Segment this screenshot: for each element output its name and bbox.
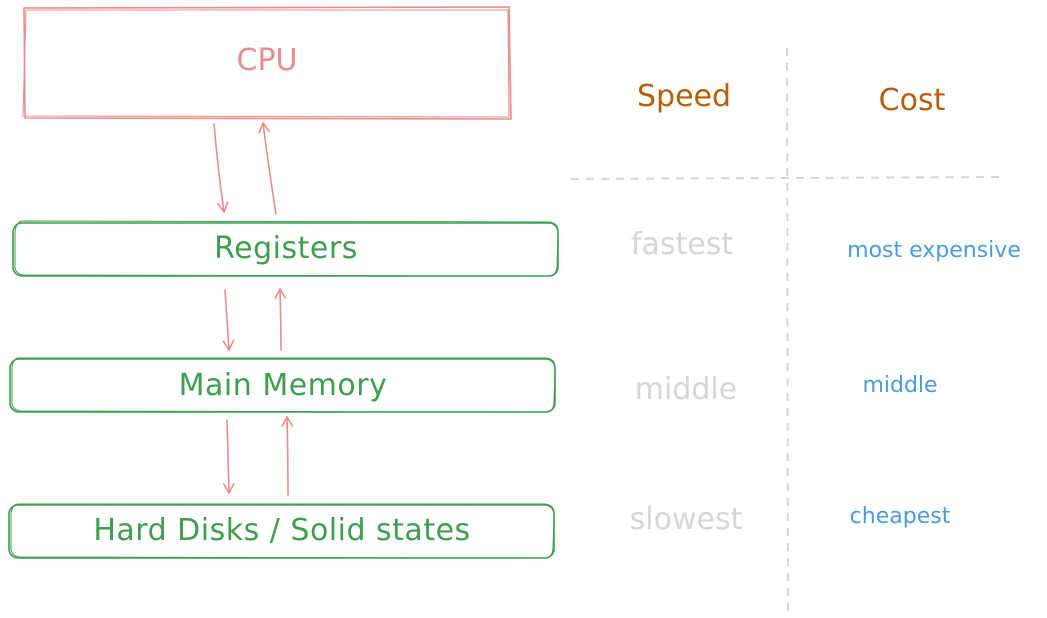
cpu-box (22, 6, 512, 120)
storage-label: Hard Disks / Solid states (93, 513, 471, 548)
speed-storage: slowest (629, 502, 743, 537)
main-memory-box (9, 357, 556, 413)
cost-storage: cheapest (849, 504, 951, 529)
speed-main-memory: middle (634, 372, 738, 407)
arrows (213, 122, 294, 496)
arrow-storage-to-memory (281, 416, 294, 496)
arrow-registers-to-cpu (258, 122, 277, 215)
column-divider (786, 47, 789, 613)
cpu-label: CPU (236, 43, 298, 78)
cost-header: Cost (878, 83, 946, 118)
arrow-memory-to-storage (222, 419, 235, 494)
cost-registers: most expensive (847, 238, 1021, 263)
main-memory-label: Main Memory (178, 368, 388, 403)
cost-main-memory: middle (862, 373, 938, 398)
speed-registers: fastest (630, 227, 734, 262)
arrow-memory-to-registers (274, 288, 287, 351)
speed-header: Speed (636, 79, 732, 114)
storage-box (8, 503, 555, 559)
registers-box (12, 220, 559, 277)
table-dividers (570, 47, 1006, 613)
registers-label: Registers (214, 231, 358, 266)
arrow-cpu-to-registers (213, 123, 229, 213)
header-divider (570, 176, 1006, 180)
arrow-registers-to-memory (222, 289, 235, 351)
